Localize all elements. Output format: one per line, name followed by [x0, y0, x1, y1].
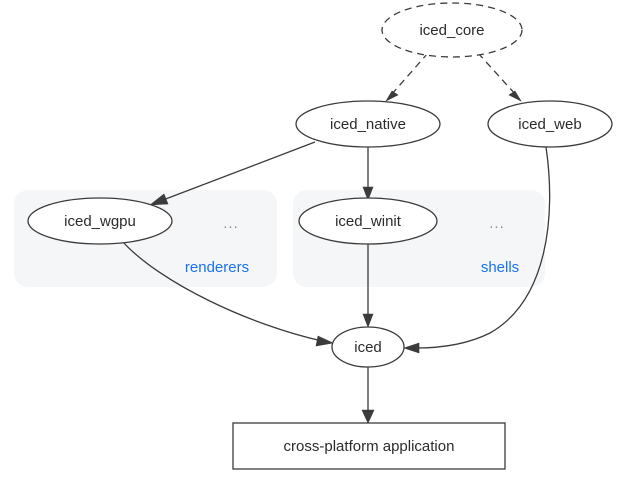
- node-iced-native-ellipse[interactable]: [295, 100, 441, 148]
- node-iced-wgpu-label: iced_wgpu: [64, 213, 136, 230]
- edge-native-to-wgpu-line: [162, 141, 316, 201]
- node-iced-label: iced: [354, 339, 382, 356]
- node-cross-platform-application-box[interactable]: [232, 422, 506, 470]
- node-iced-web[interactable]: iced_web: [487, 100, 613, 148]
- node-cross-platform-application[interactable]: cross-platform application: [232, 422, 506, 470]
- cluster-shells-label: shells: [481, 259, 519, 276]
- edge-native-to-winit-arrowhead: [362, 186, 374, 201]
- edge-web-to-iced-line: [415, 146, 551, 349]
- edge-wgpu-to-iced: [121, 240, 334, 347]
- edge-winit-to-iced-arrowhead: [362, 313, 374, 328]
- node-iced-web-ellipse[interactable]: [487, 100, 613, 148]
- node-iced-winit[interactable]: iced_winit: [298, 197, 438, 245]
- edge-core-to-web-line: [477, 52, 517, 96]
- edges-group: [121, 52, 551, 424]
- edge-iced-to-application-arrowhead: [361, 409, 375, 424]
- node-iced-ellipse[interactable]: [331, 326, 405, 368]
- edge-web-to-iced: [403, 146, 551, 354]
- edge-core-to-native: [385, 52, 429, 102]
- edge-web-to-iced-arrowhead: [403, 342, 420, 354]
- edge-wgpu-to-iced-line: [121, 240, 323, 342]
- edge-wgpu-to-iced-arrowhead: [315, 335, 334, 347]
- edge-core-to-web-arrowhead: [508, 90, 522, 102]
- node-iced-core[interactable]: iced_core: [381, 2, 523, 58]
- cluster-renderers-label: renderers: [185, 259, 249, 276]
- edge-core-to-web: [477, 52, 522, 102]
- edge-native-to-wgpu-arrowhead: [149, 193, 169, 206]
- cluster-shells-ellipsis: ...: [489, 215, 505, 232]
- node-iced[interactable]: iced: [331, 326, 405, 368]
- node-iced-winit-label: iced_winit: [335, 213, 402, 230]
- node-iced-winit-ellipse[interactable]: [298, 197, 438, 245]
- node-iced-native[interactable]: iced_native: [295, 100, 441, 148]
- edge-core-to-native-line: [390, 52, 429, 96]
- edge-native-to-winit: [362, 147, 374, 201]
- edge-winit-to-iced: [362, 244, 374, 328]
- cluster-renderers-ellipsis: ...: [223, 215, 239, 232]
- edge-core-to-native-arrowhead: [385, 90, 399, 102]
- edge-native-to-wgpu: [149, 141, 316, 206]
- node-iced-web-label: iced_web: [518, 116, 581, 133]
- node-cross-platform-application-label: cross-platform application: [284, 438, 455, 455]
- node-iced-core-ellipse[interactable]: [381, 2, 523, 58]
- node-iced-wgpu-ellipse[interactable]: [27, 197, 173, 245]
- edge-iced-to-application: [361, 367, 375, 424]
- node-iced-native-label: iced_native: [330, 116, 406, 133]
- node-iced-core-label: iced_core: [419, 22, 484, 39]
- node-iced-wgpu[interactable]: iced_wgpu: [27, 197, 173, 245]
